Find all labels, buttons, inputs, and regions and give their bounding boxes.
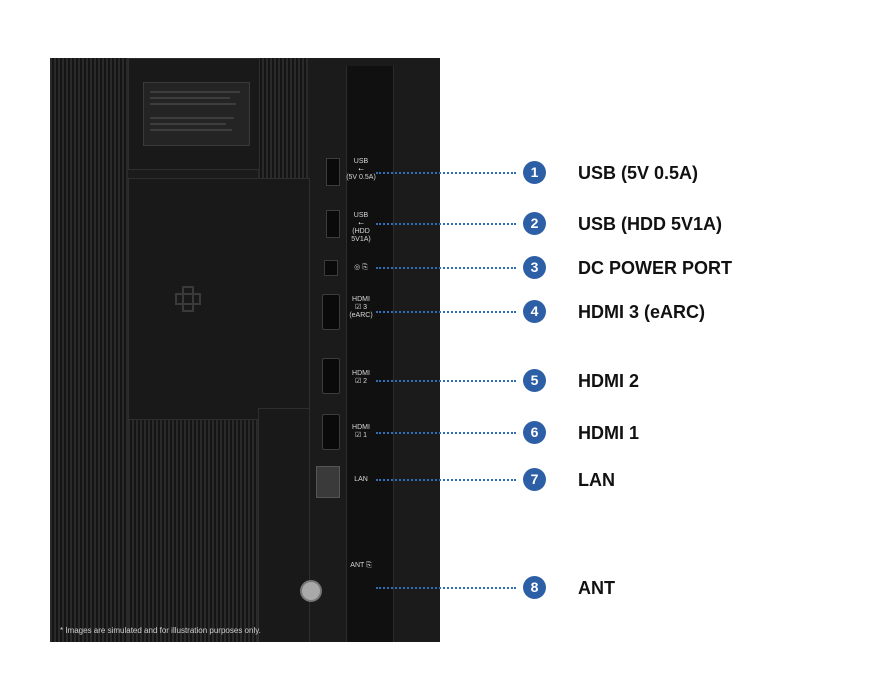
leader-line xyxy=(376,223,516,225)
mount-mark-icon xyxy=(182,286,194,312)
hdmi-port-3 xyxy=(322,294,340,330)
callout-1: 1 USB (5V 0.5A) xyxy=(0,160,875,190)
callout-7: 7 LAN xyxy=(0,467,875,497)
callout-number: 7 xyxy=(523,468,546,491)
callout-number: 6 xyxy=(523,421,546,444)
callout-4: 4 HDMI 3 (eARC) xyxy=(0,299,875,329)
lan-port xyxy=(316,466,340,498)
callout-8: 8 ANT xyxy=(0,575,875,605)
port-label-dc: ◎ ⎘ xyxy=(354,264,368,271)
callout-number: 8 xyxy=(523,576,546,599)
callout-label: USB (HDD 5V1A) xyxy=(578,214,723,234)
port-label-usb2: USB ⭠ (HDD 5V1A) xyxy=(351,212,371,243)
callout-label: HDMI 3 (eARC) xyxy=(578,302,706,322)
callout-2: 2 USB (HDD 5V1A) xyxy=(0,211,875,241)
leader-line xyxy=(376,267,516,269)
rear-texture-left xyxy=(50,58,128,642)
callout-label: HDMI 1 xyxy=(578,423,640,443)
hdmi-port-2 xyxy=(322,358,340,394)
rear-panel-lower xyxy=(258,408,310,642)
tv-rear-photo: USB ⭠ (5V 0.5A) USB ⭠ (HDD 5V1A) ◎ ⎘ HDM… xyxy=(50,58,440,642)
callout-number: 2 xyxy=(523,212,546,235)
port-label-lan: LAN xyxy=(354,476,368,483)
callout-label: ANT xyxy=(578,578,615,598)
callout-label: LAN xyxy=(578,470,615,490)
port-strip xyxy=(346,66,394,642)
rating-label-sticker xyxy=(143,82,250,146)
callout-label: USB (5V 0.5A) xyxy=(578,163,699,183)
leader-line xyxy=(376,587,516,589)
port-label-usb1: USB ⭠ (5V 0.5A) xyxy=(346,158,376,181)
callout-3: 3 DC POWER PORT xyxy=(0,255,875,285)
hdmi-port-1 xyxy=(322,414,340,450)
leader-line xyxy=(376,311,516,313)
leader-line xyxy=(376,432,516,434)
leader-line xyxy=(376,380,516,382)
disclaimer-text: * Images are simulated and for illustrat… xyxy=(60,626,261,635)
antenna-port xyxy=(300,580,322,602)
leader-line xyxy=(376,479,516,481)
callout-number: 4 xyxy=(523,300,546,323)
callout-number: 3 xyxy=(523,256,546,279)
rear-texture-bottom xyxy=(128,418,258,642)
callout-6: 6 HDMI 1 xyxy=(0,420,875,450)
usb-port-1 xyxy=(326,158,340,186)
callout-label: DC POWER PORT xyxy=(578,258,733,278)
leader-line xyxy=(376,172,516,174)
callout-label: HDMI 2 xyxy=(578,371,640,391)
rear-panel-middle xyxy=(128,178,310,420)
callout-number: 5 xyxy=(523,369,546,392)
port-label-hdmi1: HDMI ☑ 1 xyxy=(352,424,370,439)
callout-5: 5 HDMI 2 xyxy=(0,368,875,398)
port-label-ant: ANT ⎘ xyxy=(350,562,372,569)
usb-port-2 xyxy=(326,210,340,238)
dc-power-port xyxy=(324,260,338,276)
port-label-hdmi3: HDMI ☑ 3 (eARC) xyxy=(349,296,373,319)
callout-number: 1 xyxy=(523,161,546,184)
port-label-hdmi2: HDMI ☑ 2 xyxy=(352,370,370,385)
